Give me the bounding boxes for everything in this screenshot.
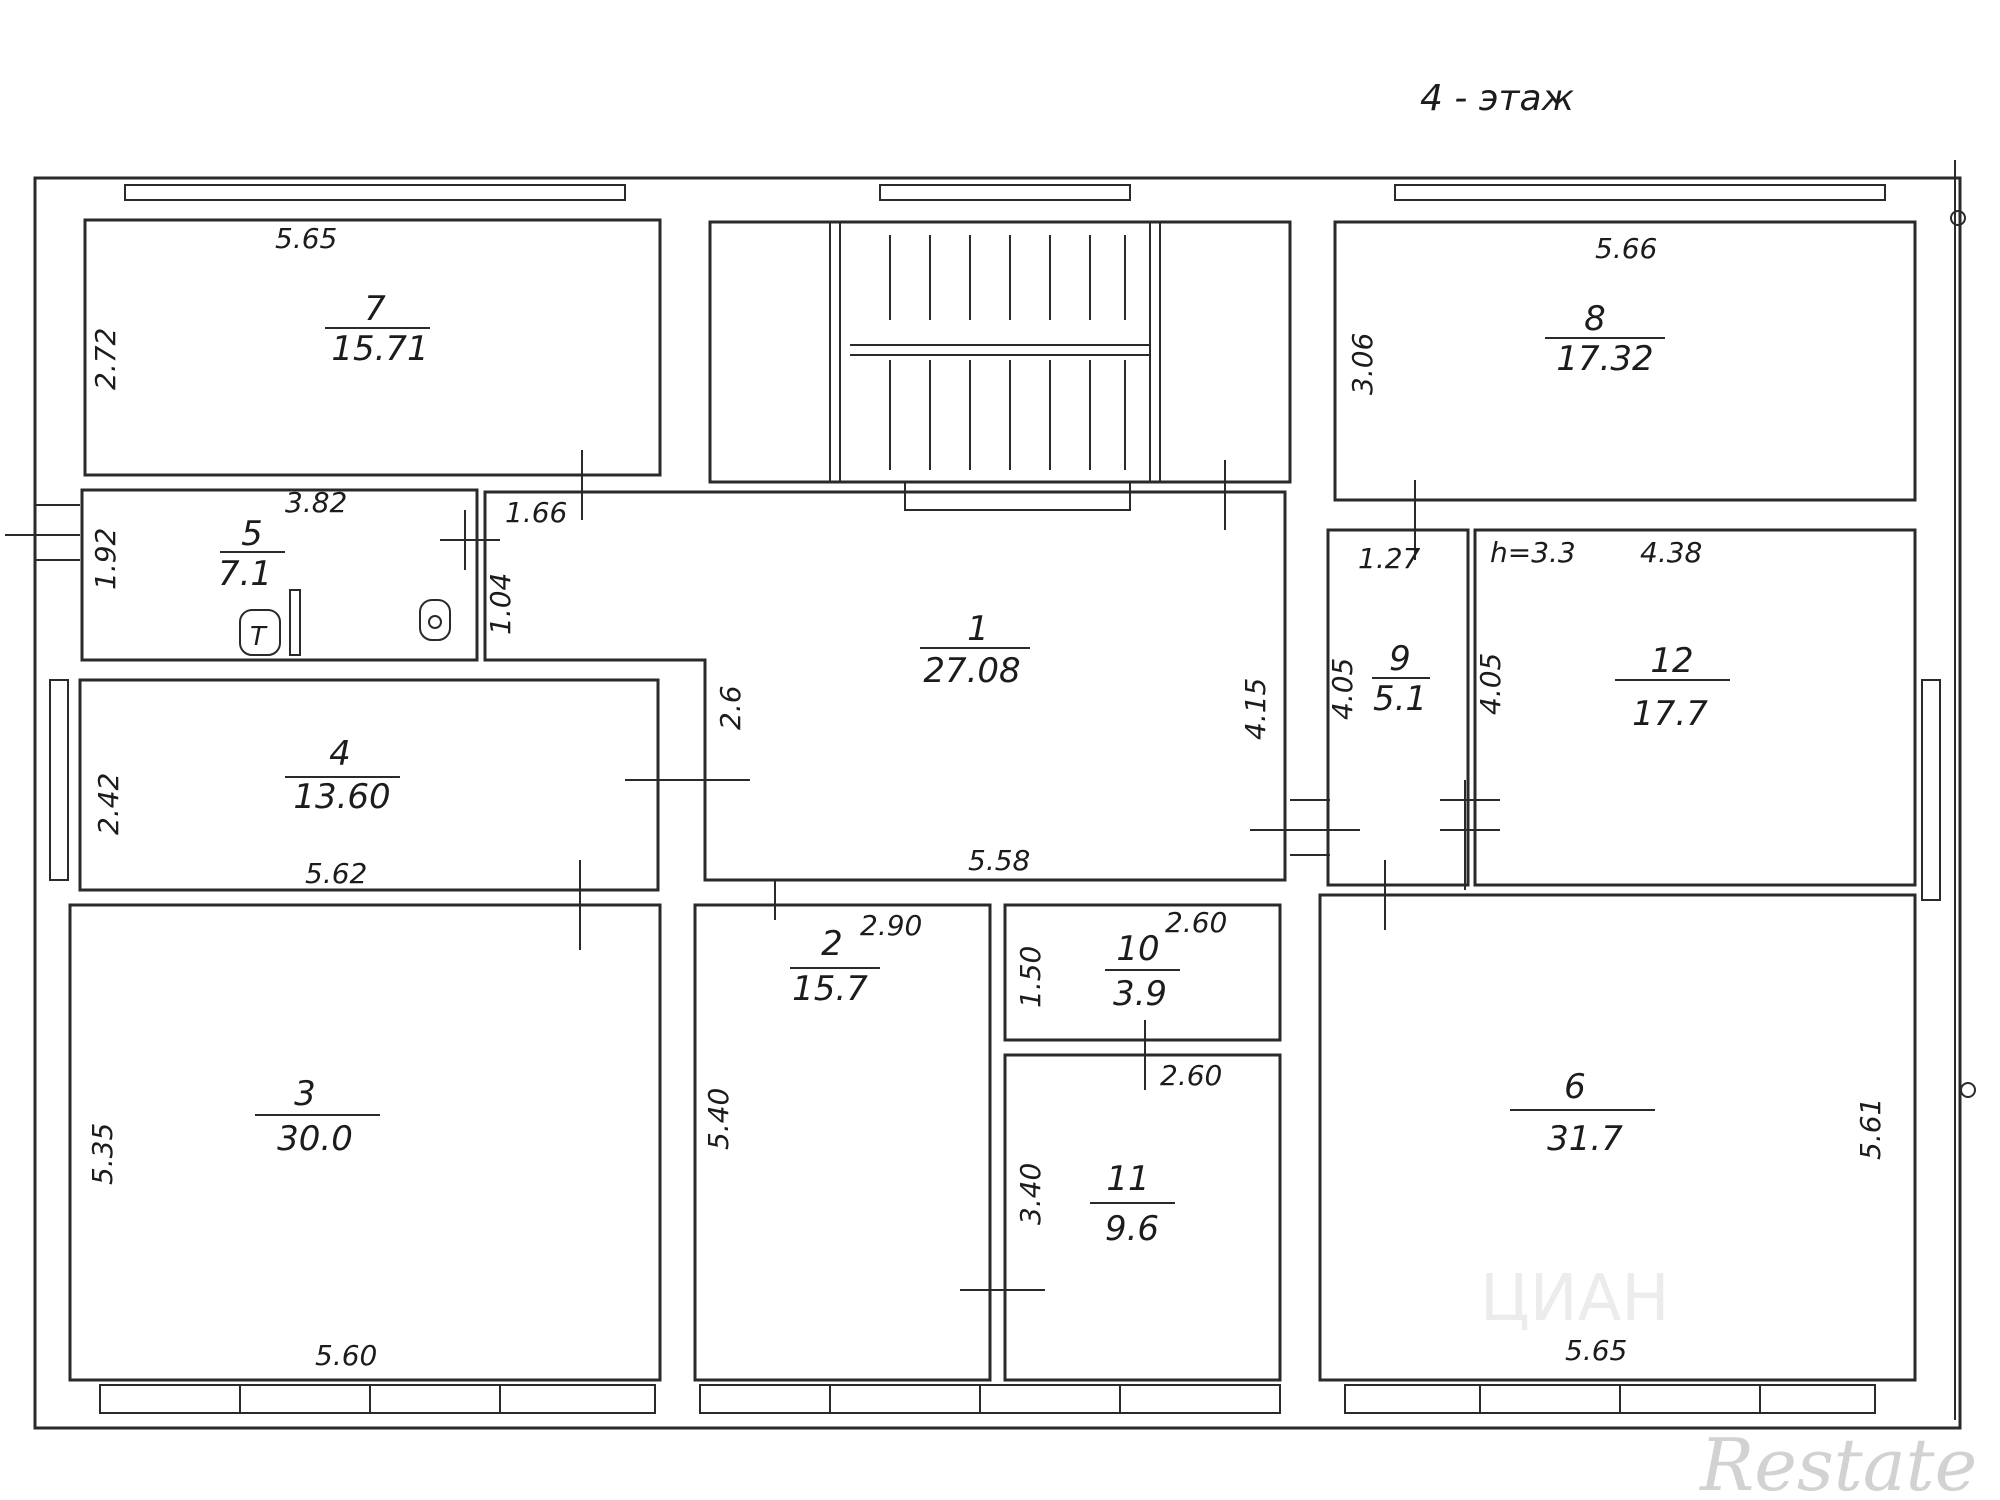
bathroom-fixtures: T <box>239 589 451 656</box>
door-marks <box>440 450 1500 1380</box>
room-7-label: 7 15.71 <box>325 289 430 369</box>
room-2-area: 15.7 <box>792 969 868 1009</box>
dim-room-11-width: 2.60 <box>1160 1059 1222 1092</box>
room-11-area: 9.6 <box>1105 1209 1159 1249</box>
room-9-area: 5.1 <box>1373 679 1427 719</box>
room-8-number: 8 <box>1584 299 1606 339</box>
dim-room-3-width: 5.60 <box>315 1339 377 1372</box>
floor-title: 4 - этаж <box>1420 78 1575 119</box>
room-10-outline <box>1003 903 1282 1042</box>
dim-room-9-height: 4.05 <box>1326 658 1359 720</box>
room-3-number: 3 <box>294 1074 316 1114</box>
dim-room-11-height: 3.40 <box>1014 1163 1047 1225</box>
room-10-number: 10 <box>1116 929 1159 969</box>
dim-room-7-width: 5.65 <box>275 222 337 255</box>
room-9-number: 9 <box>1389 639 1411 679</box>
room-4-area: 13.60 <box>293 777 390 817</box>
dim-corridor-c: 2.6 <box>714 685 747 730</box>
windows-bottom <box>99 1384 1876 1414</box>
dim-room-5-width: 3.82 <box>285 486 347 519</box>
dim-room-8-height: 3.06 <box>1346 333 1379 395</box>
room-1-area: 27.08 <box>923 651 1020 691</box>
room-4-label: 4 13.60 <box>285 734 400 817</box>
dim-room-12-width: 4.38 <box>1640 536 1702 569</box>
room-7-area: 15.71 <box>331 329 428 369</box>
dim-room-9-width: 1.27 <box>1358 542 1421 575</box>
dim-room-4-width: 5.62 <box>305 857 367 890</box>
dim-room-5-height: 1.92 <box>89 528 122 590</box>
wall-marker-top <box>1950 210 1966 226</box>
room-9-outline <box>1326 528 1470 887</box>
room-1-number: 1 <box>967 609 989 649</box>
dim-room-2-height: 5.40 <box>702 1088 735 1150</box>
room-5-area: 7.1 <box>218 554 272 594</box>
room-2-outline <box>693 903 992 1382</box>
room-9-label: 9 5.1 <box>1372 639 1430 719</box>
dim-room-7-height: 2.72 <box>89 328 122 390</box>
room-12-label: 12 17.7 <box>1615 641 1730 734</box>
dim-room-12-height-note: h=3.3 <box>1490 536 1576 569</box>
dim-room-8-width: 5.66 <box>1595 232 1657 265</box>
room-11-outline <box>1003 1053 1282 1382</box>
dim-corridor-width: 5.58 <box>968 844 1030 877</box>
stairwell-outline <box>708 220 1292 484</box>
svg-text:T: T <box>250 622 268 652</box>
wall-marker-right <box>1960 1082 1976 1098</box>
windows-sides <box>5 504 1941 901</box>
windows-top <box>124 184 1886 201</box>
room-7-outline <box>83 218 662 477</box>
dim-corridor-a: 1.66 <box>505 496 567 529</box>
room-5-outline <box>80 488 479 662</box>
cian-watermark: ЦИАН <box>1480 1262 1669 1336</box>
room-8-label: 8 17.32 <box>1545 299 1665 379</box>
room-11-number: 11 <box>1106 1159 1149 1199</box>
room-2-number: 2 <box>821 924 843 964</box>
dim-room-4-height: 2.42 <box>92 773 125 835</box>
dim-corridor-b: 1.04 <box>484 573 517 635</box>
room-10-area: 3.9 <box>1113 974 1167 1014</box>
dim-room-6-height: 5.61 <box>1854 1098 1887 1160</box>
room-1-label: 1 27.08 <box>920 609 1030 691</box>
room-6-label: 6 31.7 <box>1510 1067 1655 1159</box>
room-4-outline <box>78 678 660 892</box>
room-7-number: 7 <box>364 289 386 329</box>
room-3-area: 30.0 <box>277 1119 353 1159</box>
room-5-number: 5 <box>241 514 263 554</box>
dim-room-3-height: 5.35 <box>86 1123 119 1185</box>
dim-room-12-height: 4.05 <box>1474 653 1507 715</box>
room-11-label: 11 9.6 <box>1090 1159 1175 1249</box>
room-3-label: 3 30.0 <box>255 1074 380 1159</box>
room-8-area: 17.32 <box>1556 339 1653 379</box>
room-5-label: 5 7.1 <box>218 514 285 594</box>
restate-watermark: Restate <box>1698 1423 1977 1500</box>
room-12-area: 17.7 <box>1632 694 1708 734</box>
room-12-outline <box>1473 528 1917 887</box>
room-2-label: 2 15.7 <box>790 924 880 1009</box>
room-4-number: 4 <box>329 734 351 774</box>
room-1-outline <box>483 490 1287 882</box>
dim-room-10-height: 1.50 <box>1014 946 1047 1008</box>
room-6-area: 31.7 <box>1547 1119 1623 1159</box>
room-10-label: 10 3.9 <box>1105 929 1180 1014</box>
outer-wall <box>33 176 1962 1430</box>
room-8-outline <box>1333 220 1917 502</box>
room-12-number: 12 <box>1650 641 1693 681</box>
dim-corridor-height: 4.15 <box>1239 678 1272 740</box>
room-6-outline <box>1318 893 1917 1382</box>
stair-treads <box>829 222 1161 511</box>
dim-room-6-width: 5.65 <box>1565 1334 1627 1367</box>
room-6-number: 6 <box>1564 1067 1586 1107</box>
room-3-outline <box>68 903 662 1382</box>
dim-room-2-width: 2.90 <box>860 909 922 942</box>
dim-room-10-width: 2.60 <box>1165 906 1227 939</box>
